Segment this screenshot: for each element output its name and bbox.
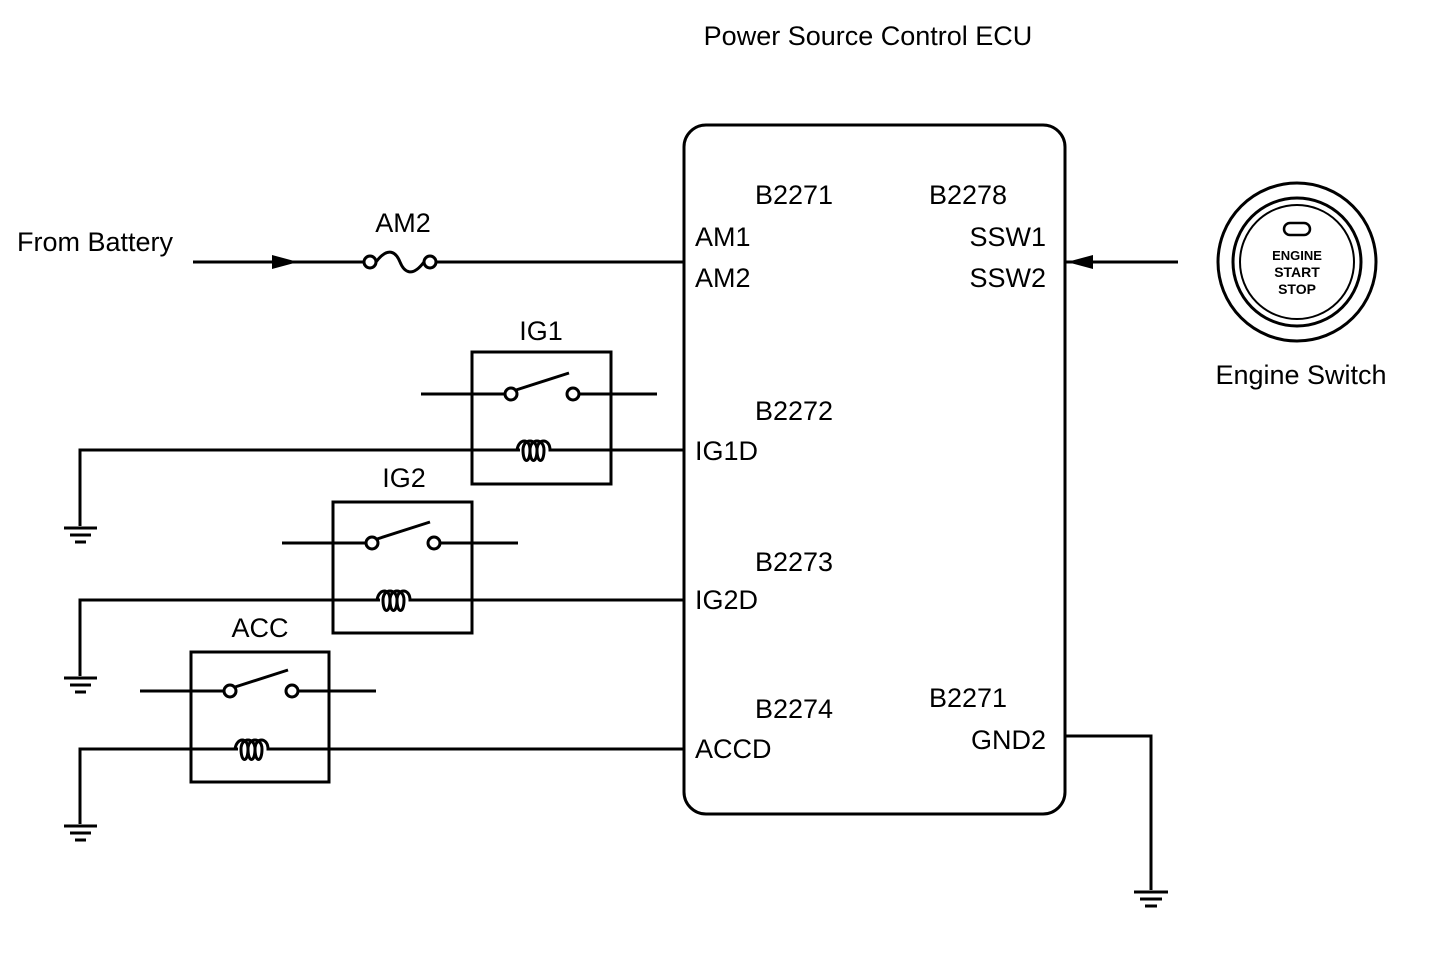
diagram-title: Power Source Control ECU [704, 21, 1033, 51]
relay-ig1-label: IG1 [519, 316, 563, 346]
gnd2-wire [1065, 734, 1168, 908]
relay-ig1 [64, 350, 684, 544]
am2-fuse [362, 250, 438, 274]
pin-ssw2: SSW2 [969, 263, 1046, 293]
fuse-label: AM2 [375, 208, 431, 238]
connector-accd: B2274 [755, 694, 833, 724]
ecu-box [682, 123, 1067, 816]
relay-ig2-label: IG2 [382, 463, 426, 493]
pin-am1: AM1 [695, 222, 751, 252]
switch-text-engine: ENGINE [1272, 248, 1322, 263]
battery-wire [193, 255, 684, 269]
connector-ig2d: B2273 [755, 547, 833, 577]
connector-ig1d: B2272 [755, 396, 833, 426]
relay-ig2 [64, 500, 684, 694]
connector-gnd: B2271 [929, 683, 1007, 713]
switch-text-start: START [1274, 264, 1320, 280]
engine-switch-button-icon[interactable]: ENGINE START STOP [1216, 181, 1378, 343]
connector-ssw: B2278 [929, 180, 1007, 210]
pin-ig2d: IG2D [695, 585, 758, 615]
relay-acc-label: ACC [231, 613, 288, 643]
connector-am: B2271 [755, 180, 833, 210]
from-battery-label: From Battery [17, 227, 174, 257]
pin-accd: ACCD [695, 734, 772, 764]
pin-gnd2: GND2 [971, 725, 1046, 755]
ssw-wire [1065, 255, 1178, 269]
pin-ssw1: SSW1 [969, 222, 1046, 252]
relay-acc [64, 650, 684, 842]
pin-am2: AM2 [695, 263, 751, 293]
engine-switch-label: Engine Switch [1215, 360, 1386, 390]
pin-ig1d: IG1D [695, 436, 758, 466]
switch-text-stop: STOP [1278, 281, 1316, 297]
